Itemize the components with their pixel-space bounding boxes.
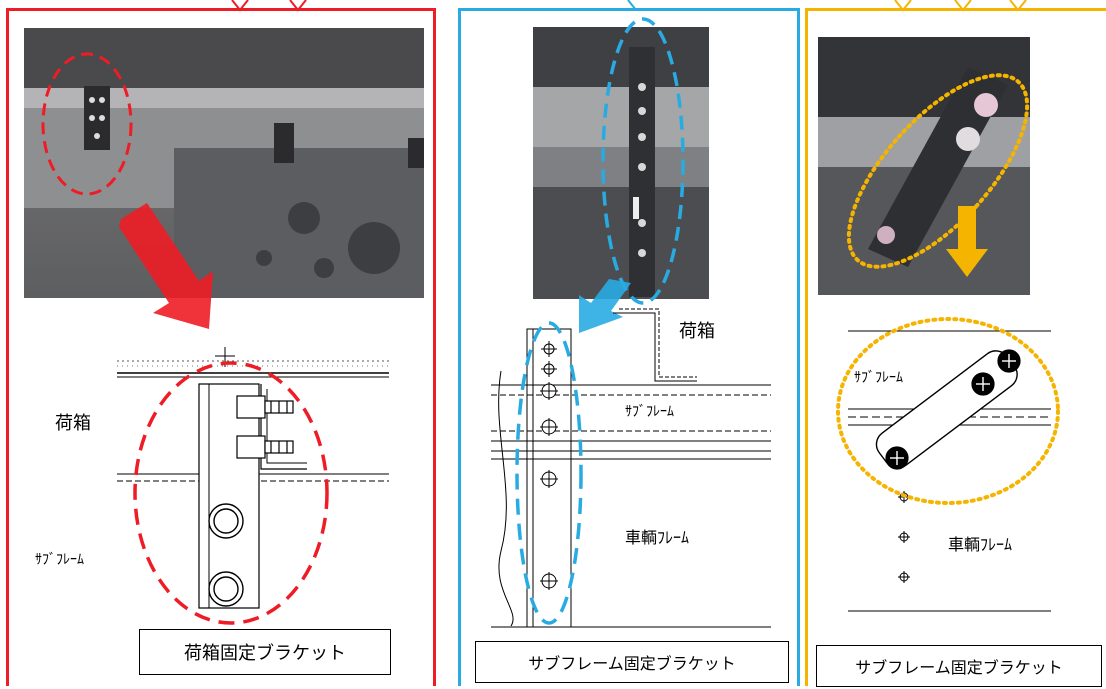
panel-subframe-bracket-diagonal: ｻﾌﾞﾌﾚｰﾑ 車輌ﾌﾚｰﾑ サブフレーム固定ブラケット — [805, 8, 1106, 687]
label-cargo-box: 荷箱 — [679, 321, 715, 342]
panel-cargo-box-bracket: 荷箱 ｻﾌﾞﾌﾚｰﾑ 荷箱固定ブラケット — [6, 8, 436, 686]
label-cargo-box: 荷箱 — [55, 413, 91, 434]
diagonal-bracket-overlay — [836, 73, 1060, 612]
label-vehicle-frame: 車輌ﾌﾚｰﾑ — [625, 528, 690, 547]
caption-cargo-box-bracket: 荷箱固定ブラケット — [139, 629, 391, 675]
label-sub-frame: ｻﾌﾞﾌﾚｰﾑ — [625, 404, 674, 420]
caption-subframe-bracket-diagonal: サブフレーム固定ブラケット — [816, 645, 1102, 687]
caption-subframe-bracket: サブフレーム固定ブラケット — [475, 641, 789, 683]
label-sub-frame: ｻﾌﾞﾌﾚｰﾑ — [35, 552, 84, 568]
label-sub-frame: ｻﾌﾞﾌﾚｰﾑ — [854, 370, 903, 386]
panel-subframe-bracket: 荷箱 ｻﾌﾞﾌﾚｰﾑ 車輌ﾌﾚｰﾑ サブフレーム固定ブラケット — [458, 8, 800, 686]
label-vehicle-frame: 車輌ﾌﾚｰﾑ — [948, 535, 1013, 554]
subframe-bracket-overlay — [491, 17, 771, 628]
cargo-bracket-overlay — [41, 52, 389, 625]
photo-cargo-bracket — [24, 28, 424, 298]
